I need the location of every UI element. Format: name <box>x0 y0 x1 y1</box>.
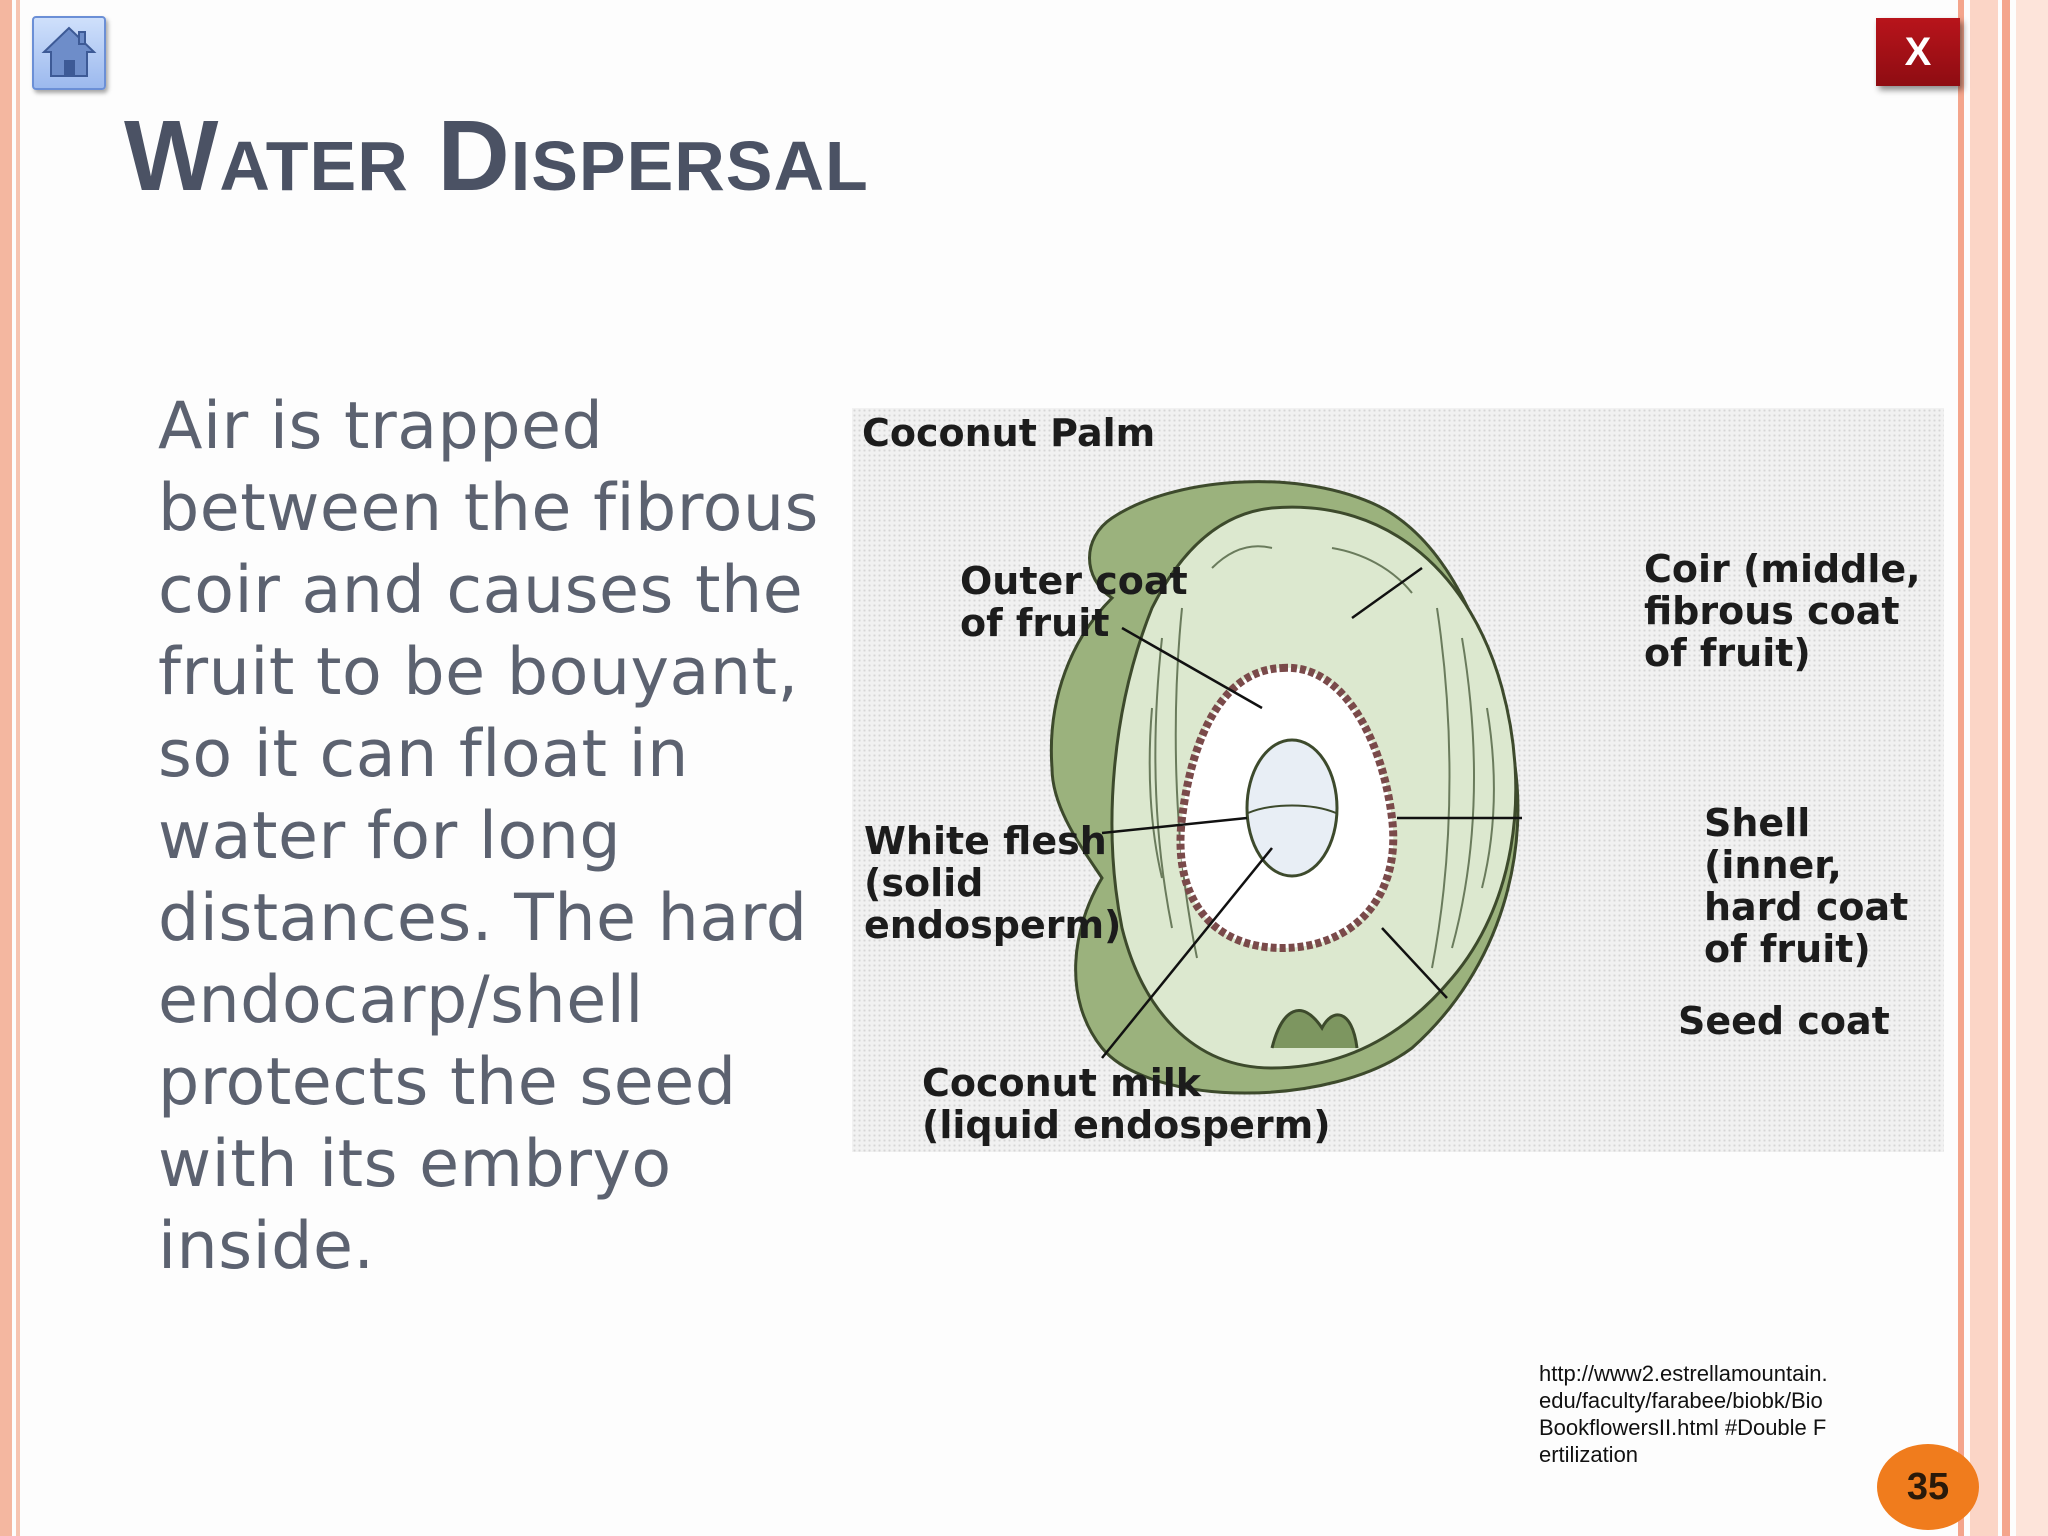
right-border-stripe-dark <box>2002 0 2010 1536</box>
home-button[interactable] <box>32 16 106 90</box>
right-border-stripe <box>1958 0 1964 1536</box>
close-button[interactable]: X <box>1876 18 1960 86</box>
label-shell: Shell (inner, hard coat of fruit) <box>1704 801 1909 971</box>
coconut-cross-section-illustration <box>1049 480 1522 1095</box>
left-border-stripe-thin <box>16 0 20 1536</box>
left-border-stripe <box>0 0 12 1536</box>
home-icon <box>41 26 97 77</box>
source-citation: http://www2.estrellamountain.edu/faculty… <box>1539 1361 1828 1467</box>
label-seed-coat: Seed coat <box>1678 999 1890 1043</box>
coconut-diagram: Coconut Palm Outer coat of fruit Coir (m… <box>852 408 1944 1152</box>
right-border-stripe-wide <box>1970 0 1998 1536</box>
slide-title: Water Dispersal <box>124 100 869 212</box>
diagram-heading: Coconut Palm <box>862 411 1156 455</box>
label-coconut-milk: Coconut milk (liquid endosperm) <box>922 1061 1331 1147</box>
slide-body-text: Air is trapped between the fibrous coir … <box>158 389 819 1284</box>
label-white-flesh: White flesh (solid endosperm) <box>864 819 1122 947</box>
label-outer-coat: Outer coat of fruit <box>960 559 1188 645</box>
page-number-badge: 35 <box>1877 1444 1979 1530</box>
label-coir: Coir (middle, fibrous coat of fruit) <box>1644 547 1921 675</box>
right-border-stripe-light <box>2016 0 2048 1536</box>
coconut-embryo <box>1245 738 1339 878</box>
